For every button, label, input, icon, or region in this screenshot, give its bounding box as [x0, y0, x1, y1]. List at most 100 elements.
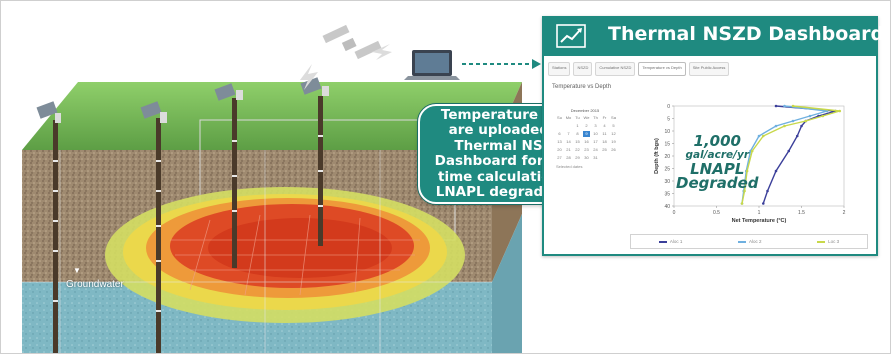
dashboard-header: Thermal NSZD Dashboard: [544, 18, 884, 56]
y-tick-label: 0: [667, 104, 670, 110]
laptop-icon: [404, 50, 460, 80]
tab-nszd[interactable]: NSZD: [573, 62, 593, 76]
series-1-point: [766, 189, 769, 193]
nszd-line2: Degraded: [676, 174, 759, 192]
calendar-day[interactable]: 24: [593, 147, 598, 152]
nszd-annotation: 1,000 gal/acre/yr LNAPL Degraded: [676, 134, 759, 192]
x-axis-label: Net Temperature (°C): [732, 218, 787, 224]
calendar-weekday: Su: [557, 115, 562, 120]
calendar-day[interactable]: 31: [593, 155, 598, 160]
series-2-point: [783, 104, 786, 108]
series-2-point: [757, 134, 761, 138]
calendar-weekday: Th: [593, 115, 598, 120]
well-3: [214, 83, 243, 268]
section-title: Temperature vs Depth: [552, 84, 612, 90]
legend-item: Loc 3: [817, 239, 839, 244]
calendar-day[interactable]: 5: [612, 123, 615, 128]
tab-stations[interactable]: Stations: [548, 62, 571, 76]
series-3-point: [838, 109, 842, 113]
calendar-day[interactable]: 11: [602, 131, 607, 136]
calendar-day[interactable]: 25: [602, 147, 607, 152]
series-3-point: [791, 104, 795, 108]
calendar-day[interactable]: 7: [567, 131, 570, 136]
x-tick-label: 1: [758, 210, 761, 216]
series-3-point: [750, 149, 754, 153]
calendar-day[interactable]: 22: [575, 147, 580, 152]
y-tick-label: 35: [664, 192, 670, 198]
series-2-point: [791, 119, 795, 123]
calendar-day[interactable]: 20: [557, 147, 562, 152]
calendar-weekday: Mo: [565, 115, 572, 120]
y-tick-label: 30: [664, 179, 670, 185]
series-3-point: [783, 124, 786, 128]
y-tick-label: 40: [664, 204, 670, 210]
calendar-weekday: We: [583, 115, 590, 120]
calendar-month: December 2015: [570, 108, 600, 113]
x-tick-label: 0.5: [713, 210, 720, 216]
dashboard-panel: Thermal NSZD Dashboard Stations NSZD Cum…: [542, 16, 884, 256]
tab-cumulative-nszd[interactable]: Cumulative NSZD: [595, 62, 636, 76]
x-tick-label: 2: [843, 210, 846, 216]
y-tick-label: 20: [664, 154, 670, 160]
calendar-day[interactable]: 26: [611, 147, 616, 152]
y-axis-label: Depth (ft bgs): [654, 138, 660, 174]
calendar-day[interactable]: 21: [566, 147, 571, 152]
series-3-point: [804, 119, 808, 123]
calendar-day[interactable]: 15: [575, 139, 580, 144]
series-3-point: [740, 202, 744, 205]
well-1: [36, 101, 61, 354]
calendar-day[interactable]: 1: [576, 123, 579, 128]
calendar-day[interactable]: 29: [575, 155, 580, 160]
plot-area: [673, 105, 845, 207]
calendar-day[interactable]: 8: [576, 131, 579, 136]
series-1-point: [774, 104, 778, 108]
calendar-day[interactable]: 17: [593, 139, 598, 144]
legend-item: Aloc 1: [658, 239, 682, 244]
calendar-day[interactable]: 19: [611, 139, 616, 144]
calendar-day[interactable]: 13: [557, 139, 562, 144]
calendar-day[interactable]: 2: [585, 123, 588, 128]
signal-icon: [300, 44, 392, 90]
calendar-day[interactable]: 3: [594, 123, 597, 128]
tab-temperature-vs-depth[interactable]: Temperature vs Depth: [638, 62, 686, 76]
monitoring-wells: [36, 77, 329, 354]
calendar-day[interactable]: 23: [584, 147, 589, 152]
calendar-day[interactable]: 18: [602, 139, 607, 144]
calendar-day[interactable]: 4: [603, 123, 606, 128]
dashboard-title: Thermal NSZD Dashboard: [608, 23, 885, 45]
groundwater-marker-icon: ▼: [73, 266, 81, 275]
well-4: [300, 77, 329, 246]
series-1-point: [800, 124, 803, 128]
calendar-weekday: Sa: [611, 115, 616, 120]
calendar-day[interactable]: 14: [566, 139, 571, 144]
calendar-day[interactable]: 12: [611, 131, 616, 136]
series-2-point: [808, 114, 812, 118]
y-tick-label: 15: [664, 142, 670, 148]
calendar-weekday: Tu: [575, 115, 580, 120]
y-tick-label: 25: [664, 167, 670, 173]
calendar-day[interactable]: 9: [583, 131, 590, 137]
calendar-day[interactable]: 16: [584, 139, 589, 144]
series-line-3: [741, 105, 840, 204]
groundwater-label: Groundwater: [66, 279, 124, 290]
well-2: [140, 101, 167, 354]
series-1-point: [787, 149, 791, 153]
calendar-day[interactable]: 28: [566, 155, 571, 160]
calendar-day[interactable]: 27: [557, 155, 562, 160]
calendar-day[interactable]: 6: [558, 131, 561, 136]
series-3-point: [743, 189, 746, 193]
calendar-day[interactable]: 30: [584, 155, 589, 160]
dashboard-tabs: Stations NSZD Cumulative NSZD Temperatur…: [548, 62, 874, 76]
ground-surface: [22, 82, 522, 150]
series-2-point: [774, 124, 778, 128]
chart-trend-icon: [556, 24, 586, 48]
series-line-1: [762, 105, 836, 204]
series-3-point: [821, 114, 825, 118]
calendar-weekday: Fr: [602, 115, 607, 120]
calendar-day[interactable]: 10: [593, 131, 598, 136]
nszd-unit: gal/acre/yr: [685, 149, 750, 161]
tab-site-public-access[interactable]: Site Public Access: [688, 62, 730, 76]
